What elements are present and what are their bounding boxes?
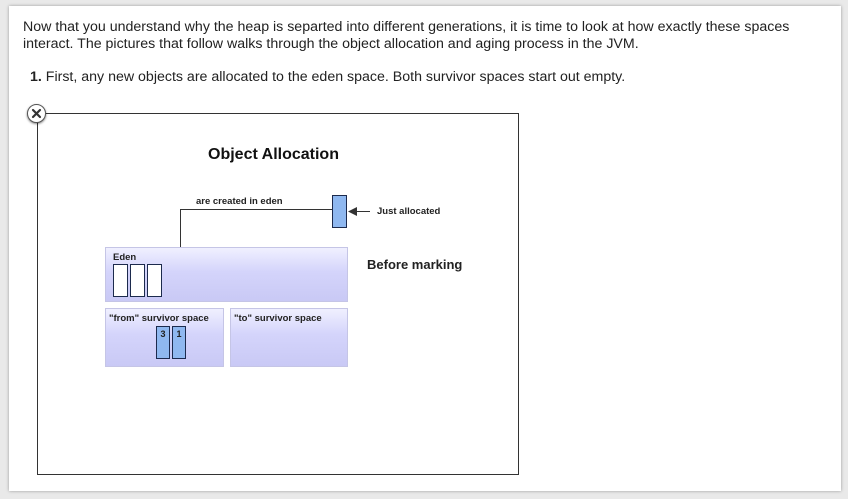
aged-object: 1 <box>172 326 186 359</box>
diagram-title: Object Allocation <box>208 146 339 163</box>
from-survivor-space: "from" survivor space 3 1 <box>105 308 224 367</box>
step-number: 1. <box>30 69 42 85</box>
eden-object <box>130 264 145 297</box>
step-text: First, any new objects are allocated to … <box>41 69 626 85</box>
before-marking-label: Before marking <box>367 257 463 272</box>
created-in-eden-label: are created in eden <box>196 196 283 207</box>
just-allocated-label: Just allocated <box>377 206 441 217</box>
pointer-line <box>356 211 370 212</box>
eden-object <box>113 264 128 297</box>
to-survivor-space: "to" survivor space <box>230 308 348 367</box>
eden-label: Eden <box>113 252 137 263</box>
intro-paragraph: Now that you understand why the heap is … <box>23 19 790 52</box>
arrow-line-horizontal <box>180 209 332 210</box>
aged-object: 3 <box>156 326 170 359</box>
to-survivor-label: "to" survivor space <box>234 313 322 324</box>
arrow-head-left-icon <box>348 207 357 216</box>
eden-object <box>147 264 162 297</box>
step-1: 1. First, any new objects are allocated … <box>30 69 625 85</box>
close-icon[interactable] <box>27 104 46 123</box>
eden-space: Eden <box>105 247 348 302</box>
arrow-line-vertical <box>180 209 181 269</box>
new-object <box>332 195 347 228</box>
from-survivor-label: "from" survivor space <box>109 313 209 324</box>
object-allocation-diagram: Object Allocation are created in eden Ju… <box>37 113 519 475</box>
